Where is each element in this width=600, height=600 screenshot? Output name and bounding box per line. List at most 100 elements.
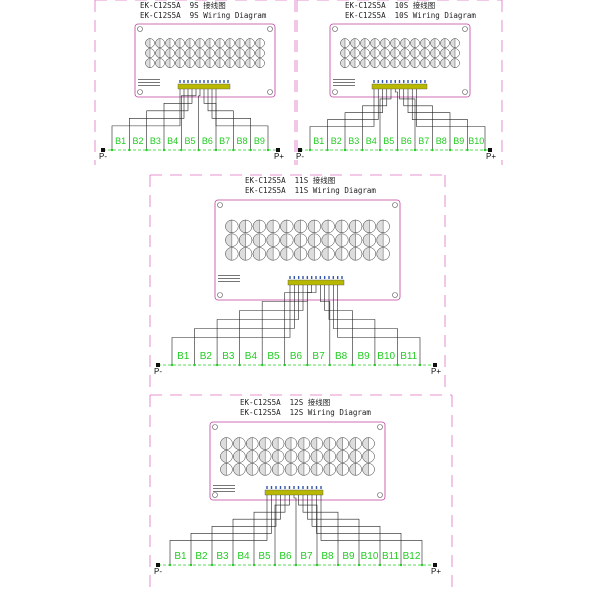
board-component-half — [350, 38, 356, 48]
board-component-half — [297, 450, 305, 463]
board-component-half — [450, 48, 456, 58]
balance-wire — [181, 89, 197, 150]
p-minus-terminal — [298, 148, 302, 152]
board-component-half — [225, 48, 231, 58]
board-component-half — [235, 38, 241, 48]
balance-wire — [129, 89, 185, 150]
board-component-half — [440, 38, 446, 48]
board-component-half — [155, 38, 161, 48]
board-component-half — [430, 38, 436, 48]
balance-wire — [327, 89, 379, 150]
cell-terminal — [315, 563, 319, 567]
board-component-half — [349, 219, 356, 233]
connector-pin — [288, 486, 291, 489]
board-component-half — [266, 219, 274, 233]
board-component-half — [225, 38, 231, 48]
cell-label-b9: B9 — [342, 551, 355, 562]
cell-terminal — [238, 363, 241, 367]
cell-terminal — [273, 563, 277, 567]
cell-label-b9: B9 — [358, 351, 371, 362]
board-component-half — [380, 58, 386, 68]
board-component-half — [390, 58, 396, 68]
board-component-half — [362, 219, 370, 233]
board-component-half — [350, 58, 356, 68]
board-component-half — [297, 463, 305, 476]
board-component-half — [205, 48, 211, 58]
board-component-half — [420, 48, 426, 58]
board-component-half — [349, 233, 356, 247]
cell-terminal — [343, 148, 347, 152]
balance-wire — [411, 89, 468, 150]
board-print — [138, 82, 160, 83]
panel-9s-title-cn: EK-C12S5A 9S 接线图 — [140, 1, 226, 10]
cell-label-b5: B5 — [258, 551, 271, 562]
board-component-half — [280, 247, 288, 261]
cell-label-b6: B6 — [290, 351, 303, 362]
board-component-half — [215, 38, 221, 48]
board-component-half — [252, 247, 260, 261]
cell-terminal — [361, 148, 364, 152]
balance-wire — [316, 495, 402, 565]
cell-terminal — [170, 363, 174, 367]
board-component-half — [225, 247, 233, 261]
board-component-half — [310, 450, 318, 463]
board-component-half — [259, 437, 266, 450]
board-component-half — [400, 58, 406, 68]
board-component-half — [294, 219, 301, 233]
board-component-half — [165, 58, 171, 68]
board-print — [333, 79, 355, 80]
board-component-half — [362, 233, 370, 247]
cell-label-b4: B4 — [245, 351, 258, 362]
cell-label-b9: B9 — [453, 136, 464, 146]
cell-terminal — [466, 148, 469, 152]
board-component-half — [430, 48, 436, 58]
board-component-half — [272, 450, 279, 463]
board-component-half — [245, 58, 251, 68]
mounting-hole — [377, 492, 383, 498]
balance-wire — [284, 285, 312, 365]
connector-pin — [223, 80, 225, 83]
board-component-half — [323, 463, 330, 476]
mounting-hole — [377, 424, 383, 430]
p-plus-label: P+ — [431, 567, 441, 576]
cell-terminal — [193, 363, 196, 367]
connector-pin — [415, 80, 418, 83]
balance-wire — [337, 285, 421, 365]
connector-pin — [289, 276, 291, 279]
p-plus-terminal — [488, 148, 492, 152]
dashed-frame — [149, 174, 446, 390]
board-print — [213, 491, 235, 492]
cell-label-b6: B6 — [202, 136, 213, 146]
connector-pin — [199, 80, 201, 83]
cell-label-b8: B8 — [436, 136, 447, 146]
balance-wire — [211, 89, 251, 150]
board-print — [138, 85, 160, 86]
cell-terminal — [189, 563, 193, 567]
p-minus-terminal — [156, 363, 160, 367]
board-component-half — [420, 58, 426, 68]
cell-terminal — [418, 363, 422, 367]
board-component-half — [376, 233, 384, 247]
mounting-hole — [217, 202, 223, 208]
connector-pin — [297, 486, 300, 489]
cell-label-b7: B7 — [418, 136, 429, 146]
cell-terminal — [231, 563, 235, 567]
cell-terminal — [214, 148, 218, 152]
board-component-half — [220, 450, 227, 463]
board-component-half — [233, 450, 240, 463]
board-component-half — [307, 247, 315, 261]
cell-terminal — [128, 148, 131, 152]
cell-terminal — [357, 563, 361, 567]
cell-terminal — [378, 148, 382, 152]
p-minus-terminal — [101, 148, 105, 152]
cell-terminal — [336, 563, 340, 567]
balance-wire — [407, 89, 451, 150]
board-component-half — [294, 233, 301, 247]
cell-terminal — [232, 148, 235, 152]
mounting-hole — [392, 202, 398, 208]
connector-pin — [373, 80, 375, 83]
cell-label-b10: B10 — [361, 551, 379, 562]
board-component-half — [297, 437, 305, 450]
board-component-half — [252, 219, 260, 233]
